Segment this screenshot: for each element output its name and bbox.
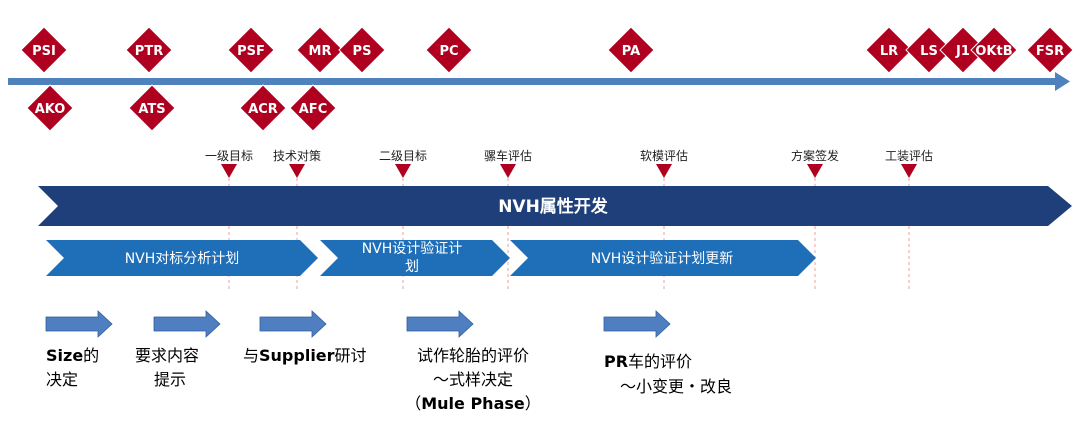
marker-label: 二级目标: [379, 149, 427, 163]
milestone-label: PSF: [237, 44, 265, 59]
activity-line1: 要求内容: [135, 346, 199, 365]
svg-text:PR车的评价: PR车的评价: [604, 352, 692, 371]
milestone-top-lr: LR: [865, 26, 913, 74]
milestone-top-psf: PSF: [227, 26, 275, 74]
activity-line2: 提示: [154, 370, 186, 389]
activity-bold: Size: [46, 346, 83, 365]
marker-triangle: [500, 164, 516, 178]
milestone-bottom-afc: AFC: [289, 84, 337, 132]
activity-arrow: [153, 310, 221, 338]
milestone-top-oktb: OKtB: [970, 26, 1018, 74]
milestone-bottom-ats: ATS: [128, 84, 176, 132]
activity-line2: 决定: [46, 370, 78, 389]
activity-size-decision: Size的 决定: [46, 346, 99, 389]
marker-tech-countermeasure: 技术对策: [273, 149, 321, 178]
activity-post: ）: [525, 394, 541, 413]
svg-text:（Mule Phase）: （Mule Phase）: [405, 394, 541, 413]
activity-arrow: [603, 310, 671, 338]
milestone-label: MR: [309, 44, 332, 59]
marker-level2-target: 二级目标: [379, 149, 427, 178]
marker-plan-signoff: 方案签发: [791, 148, 839, 178]
marker-label: 一级目标: [205, 149, 253, 163]
milestone-label: AFC: [299, 102, 327, 117]
activity-arrow: [45, 310, 113, 338]
activity-arrow: [259, 310, 327, 338]
milestone-top-pa: PA: [607, 26, 655, 74]
milestone-label: PS: [353, 44, 372, 59]
milestone-label: LS: [920, 44, 938, 59]
phase-label: NVH对标分析计划: [125, 251, 240, 267]
activity-text: 的: [83, 346, 99, 365]
phase-label-line1: NVH设计验证计: [362, 241, 463, 257]
main-band: NVH属性开发: [38, 186, 1072, 226]
milestone-label: PC: [439, 44, 458, 59]
activity-bold: Mule Phase: [421, 394, 525, 413]
milestone-label: ATS: [138, 102, 165, 117]
marker-triangle: [901, 164, 917, 178]
milestone-top-ls: LS: [905, 26, 953, 74]
activity-pre: （: [405, 394, 421, 413]
activity-requirements: 要求内容 提示: [135, 346, 199, 389]
svg-text:Size的: Size的: [46, 346, 99, 365]
phase-label-line2: 划: [405, 259, 419, 275]
marker-soft-tool-evaluation: 软模评估: [640, 149, 688, 178]
milestone-bottom-acr: ACR: [239, 84, 287, 132]
marker-triangle: [221, 164, 237, 178]
milestone-label: OKtB: [975, 44, 1012, 59]
svg-text:与Supplier研讨: 与Supplier研讨: [243, 346, 367, 365]
marker-tooling-evaluation: 工装评估: [885, 149, 933, 178]
milestone-top-pc: PC: [425, 26, 473, 74]
activity-pr-car-eval: PR车的评价 ～小变更・改良: [604, 352, 732, 396]
timeline-arrow: [8, 72, 1070, 91]
milestone-label: AKO: [35, 102, 66, 117]
marker-triangle: [807, 164, 823, 178]
activity-line2: ～式样决定: [433, 370, 513, 389]
phase-benchmark-plan: NVH对标分析计划: [46, 240, 318, 276]
milestone-bottom-ako: AKO: [26, 84, 74, 132]
marker-triangle: [395, 164, 411, 178]
marker-label: 工装评估: [885, 149, 933, 163]
phase-design-verification-plan: NVH设计验证计 划: [320, 240, 510, 276]
marker-label: 技术对策: [273, 149, 321, 163]
marker-label: 骡车评估: [484, 148, 532, 163]
activity-prototype-tire-eval: 试作轮胎的评价 ～式样决定 （Mule Phase）: [405, 346, 541, 413]
phase-label: NVH设计验证计划更新: [591, 251, 734, 267]
milestone-top-ps: PS: [338, 26, 386, 74]
activity-bold: Supplier: [259, 346, 335, 365]
marker-triangle: [289, 164, 305, 178]
milestone-label: LR: [880, 44, 898, 59]
activity-supplier-discussion: 与Supplier研讨: [243, 346, 367, 365]
milestone-label: J1: [955, 44, 970, 59]
marker-label: 软模评估: [640, 149, 688, 163]
milestone-label: FSR: [1036, 44, 1064, 59]
marker-level1-target: 一级目标: [205, 149, 253, 178]
activity-line1: 试作轮胎的评价: [417, 346, 529, 365]
activity-bold: PR: [604, 352, 628, 371]
phase-design-verification-plan-update: NVH设计验证计划更新: [510, 240, 816, 276]
milestone-label: PSI: [32, 44, 56, 59]
activity-text: 研讨: [335, 346, 367, 365]
activity-pre: 与: [243, 346, 259, 365]
activity-line2: ～小变更・改良: [620, 377, 732, 396]
marker-triangle: [656, 164, 672, 178]
milestone-label: PA: [622, 44, 640, 59]
marker-mule-evaluation: 骡车评估: [484, 148, 532, 178]
main-band-label: NVH属性开发: [498, 196, 609, 217]
milestone-label: PTR: [135, 44, 163, 59]
milestone-top-ptr: PTR: [125, 26, 173, 74]
milestone-top-psi: PSI: [20, 26, 68, 74]
activity-text: 车的评价: [628, 352, 692, 371]
milestone-top-mr: MR: [296, 26, 344, 74]
activity-arrow: [406, 310, 474, 338]
marker-label: 方案签发: [791, 148, 839, 163]
milestone-top-fsr: FSR: [1026, 26, 1074, 74]
activity-arrows: [45, 310, 671, 338]
milestone-label: ACR: [248, 102, 278, 117]
